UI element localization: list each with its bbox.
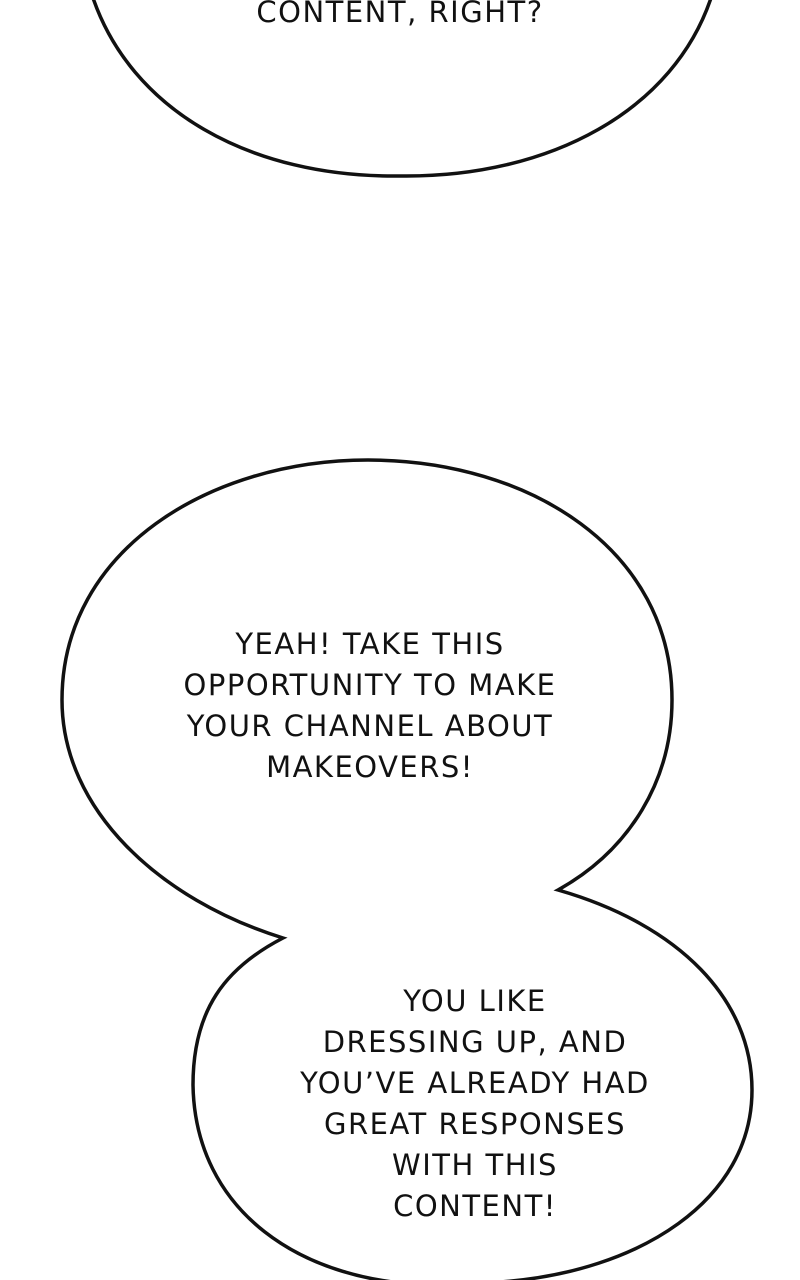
speech-line: GREAT RESPONSES (324, 1107, 626, 1141)
speech-balloon-joined (60, 458, 754, 1280)
speech-text-bottom: YOU LIKE DRESSING UP, AND YOU’VE ALREADY… (275, 981, 675, 1227)
speech-line: YOUR CHANNEL ABOUT (186, 709, 554, 743)
speech-balloon-top (91, 0, 713, 178)
speech-line: YOU LIKE (403, 984, 547, 1018)
speech-line: CONTENT! (393, 1189, 557, 1223)
speech-line: CONTENT, RIGHT? (256, 0, 544, 29)
speech-line: MAKEOVERS! (266, 750, 474, 784)
speech-line: YOU’VE ALREADY HAD (300, 1066, 650, 1100)
speech-text-middle: YEAH! TAKE THIS OPPORTUNITY TO MAKE YOUR… (160, 624, 580, 788)
speech-line: DRESSING UP, AND (322, 1025, 628, 1059)
speech-line: OPPORTUNITY TO MAKE (183, 668, 557, 702)
speech-text-top: CONTENT, RIGHT? (200, 0, 600, 33)
speech-line: WITH THIS (392, 1148, 558, 1182)
speech-line: YEAH! TAKE THIS (235, 627, 505, 661)
